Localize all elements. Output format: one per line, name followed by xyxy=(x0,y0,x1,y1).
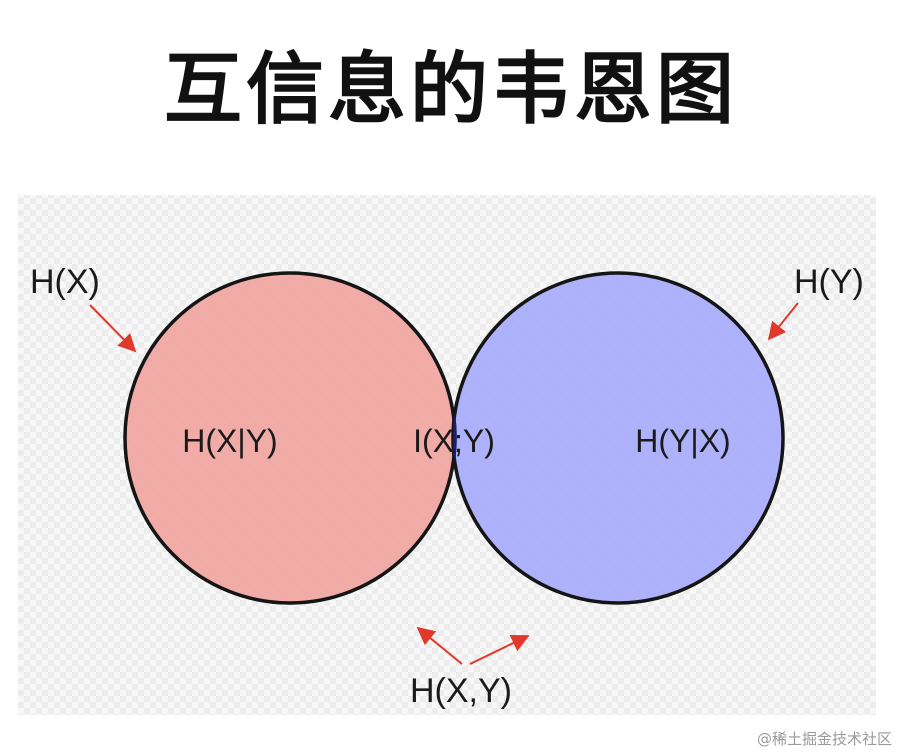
label-mutual-info: I(X;Y) xyxy=(413,423,495,459)
label-joint: H(X,Y) xyxy=(410,672,512,710)
right-circle-fill xyxy=(453,273,783,603)
label-hx-given-y: H(X|Y) xyxy=(182,423,277,459)
arrow-joint-left xyxy=(416,626,463,665)
right-circle-outline xyxy=(451,271,785,605)
watermark: @稀土掘金技术社区 xyxy=(756,730,892,748)
arrow-joint-right xyxy=(469,634,530,665)
arrow-hx xyxy=(89,304,137,353)
left-circle-fill xyxy=(125,273,455,603)
page-title: 互信息的韦恩图 xyxy=(163,45,738,135)
label-hy-given-x: H(Y|X) xyxy=(635,423,730,459)
label-hx: H(X) xyxy=(30,263,100,301)
overlap-right-edge xyxy=(453,273,457,603)
arrow-hy xyxy=(767,302,799,341)
label-hy: H(Y) xyxy=(794,263,864,301)
